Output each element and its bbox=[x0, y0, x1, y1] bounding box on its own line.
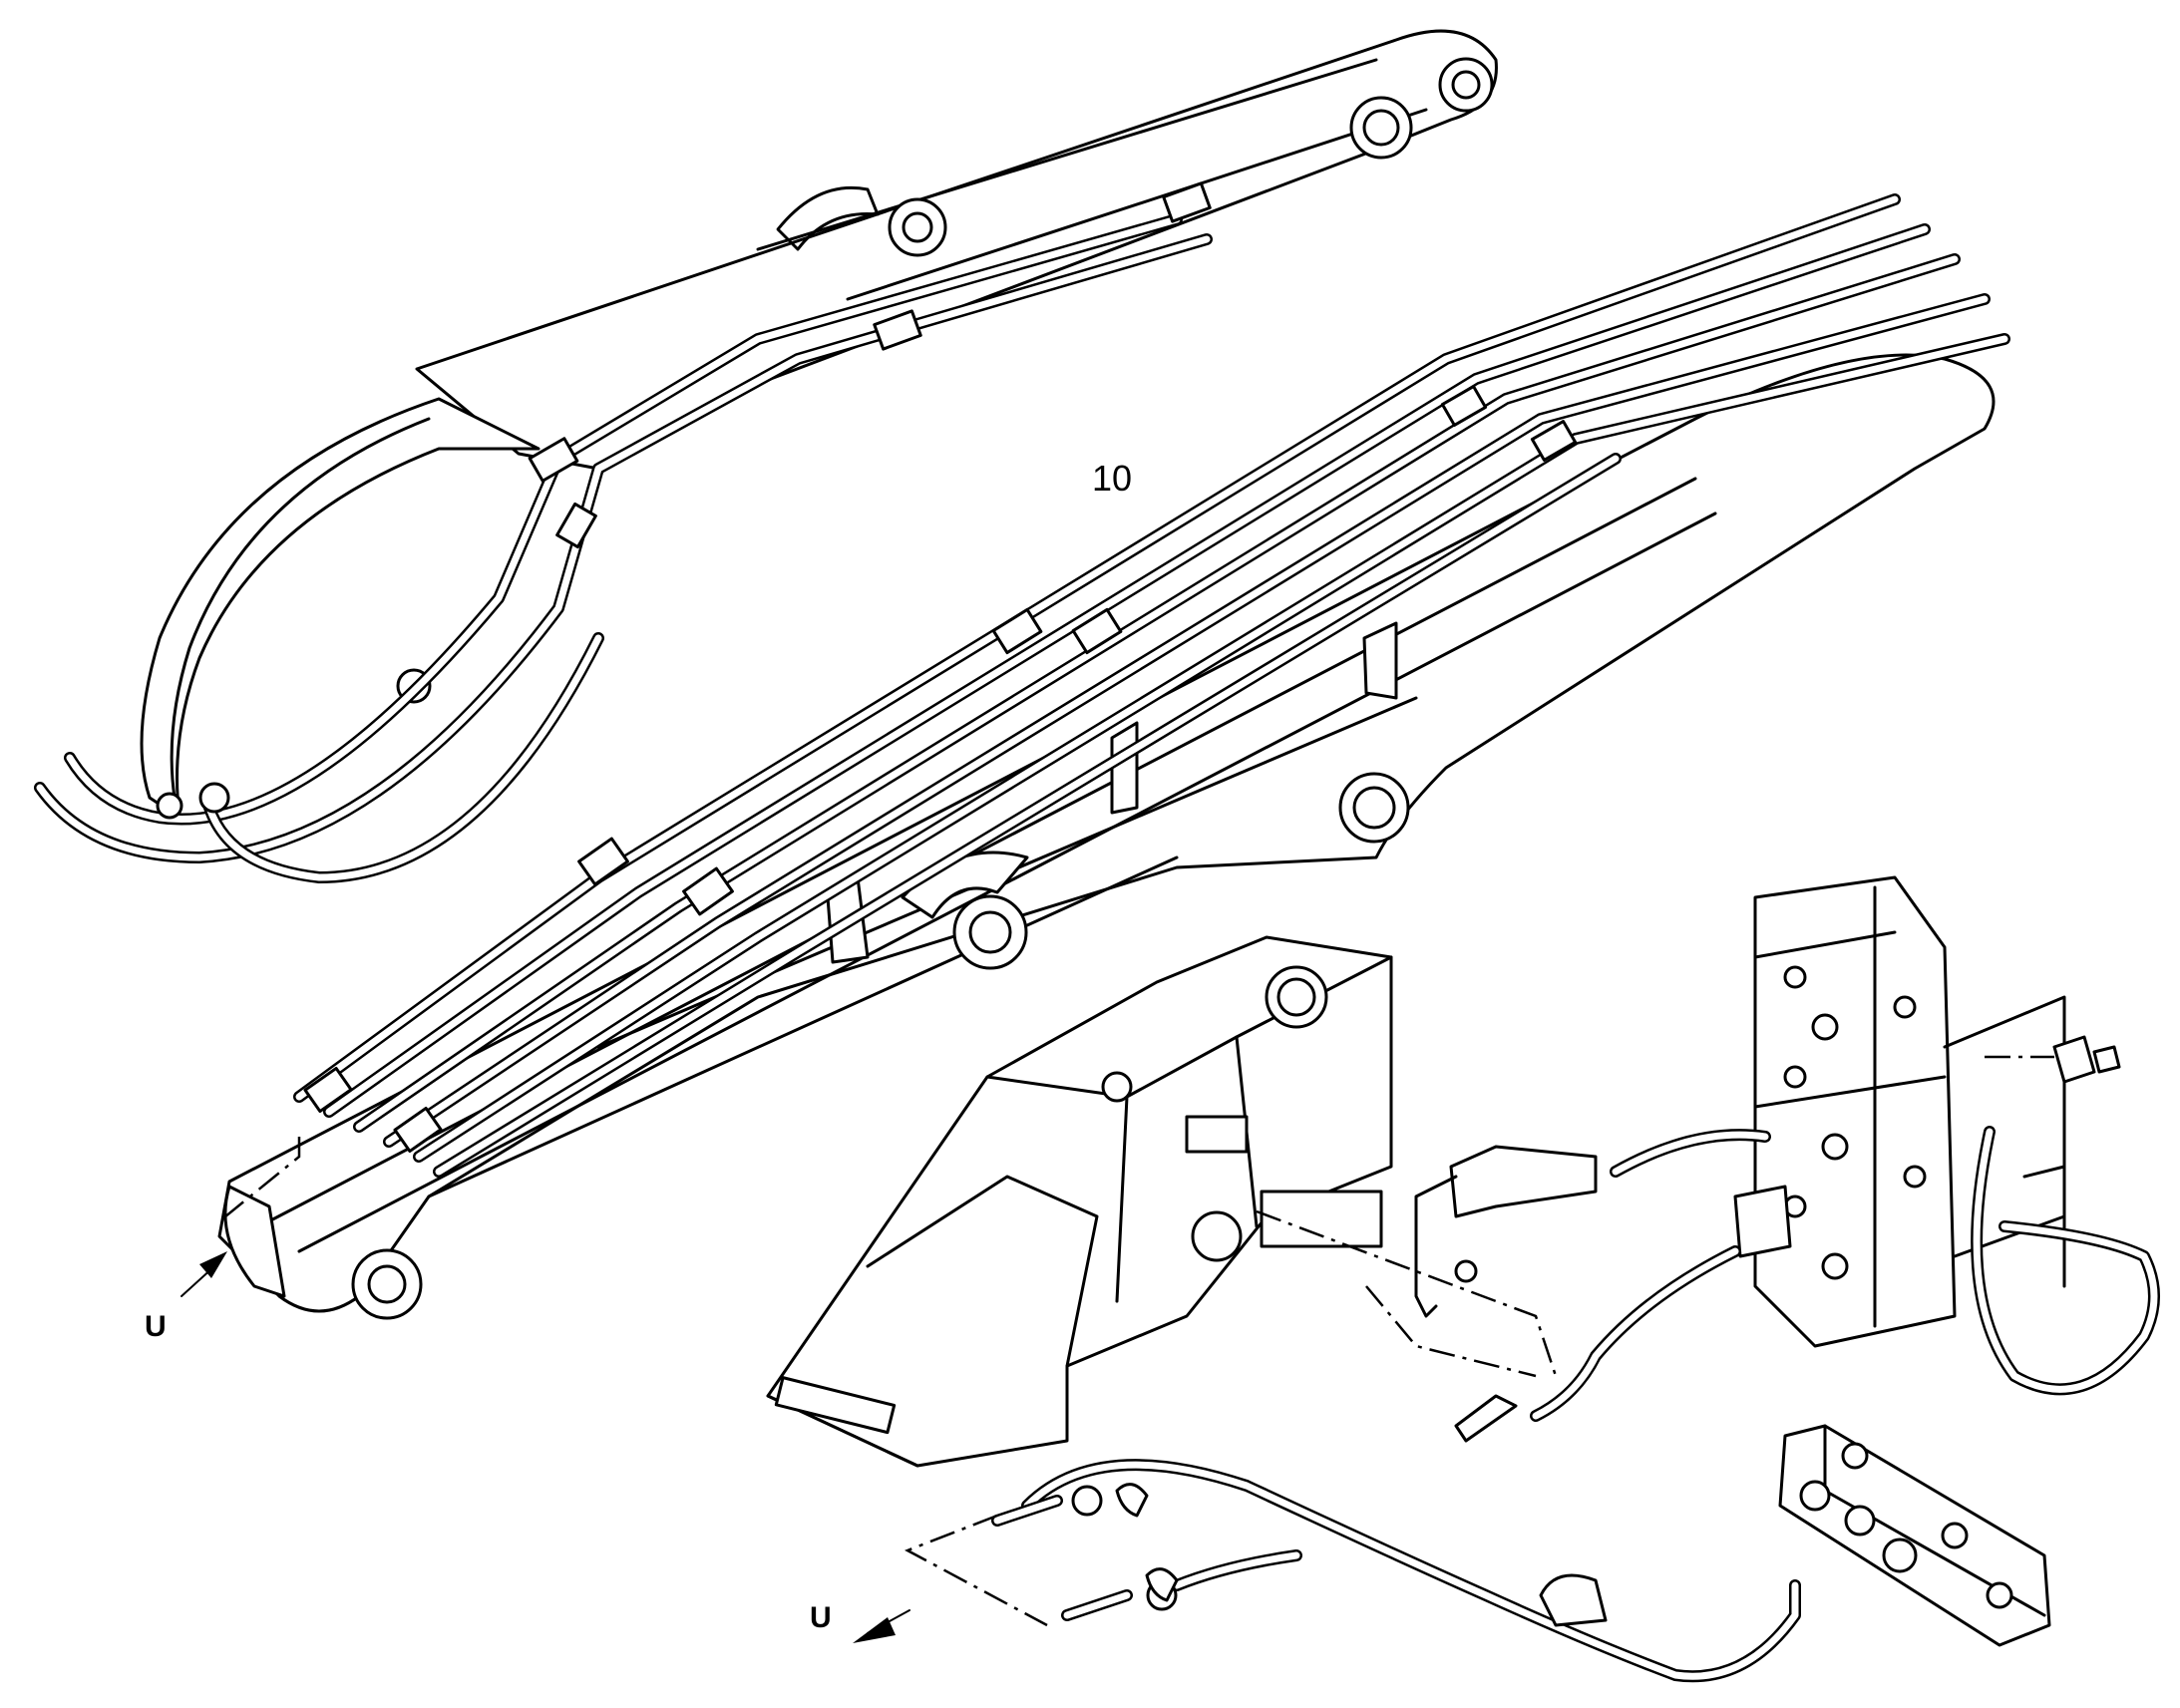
valve-hoses bbox=[1414, 1035, 2160, 1443]
upper-frame-block bbox=[766, 935, 1393, 1468]
arm-hydraulic-lines bbox=[34, 181, 1213, 883]
control-valve-block bbox=[1733, 875, 2066, 1348]
reference-lines bbox=[218, 1055, 2054, 1627]
return-hoses bbox=[991, 1459, 1801, 1683]
return-manifold bbox=[1778, 1424, 2051, 1647]
view-arrow-boom bbox=[181, 1251, 227, 1297]
view-arrow-hose bbox=[853, 1609, 910, 1643]
boom-hydraulic-lines bbox=[293, 193, 2010, 1178]
view-ref-label-hose: U bbox=[810, 1601, 832, 1634]
part-number-label: 10 bbox=[1092, 458, 1132, 499]
view-ref-label-boom: U bbox=[145, 1310, 167, 1343]
arm-structure bbox=[140, 29, 1498, 820]
